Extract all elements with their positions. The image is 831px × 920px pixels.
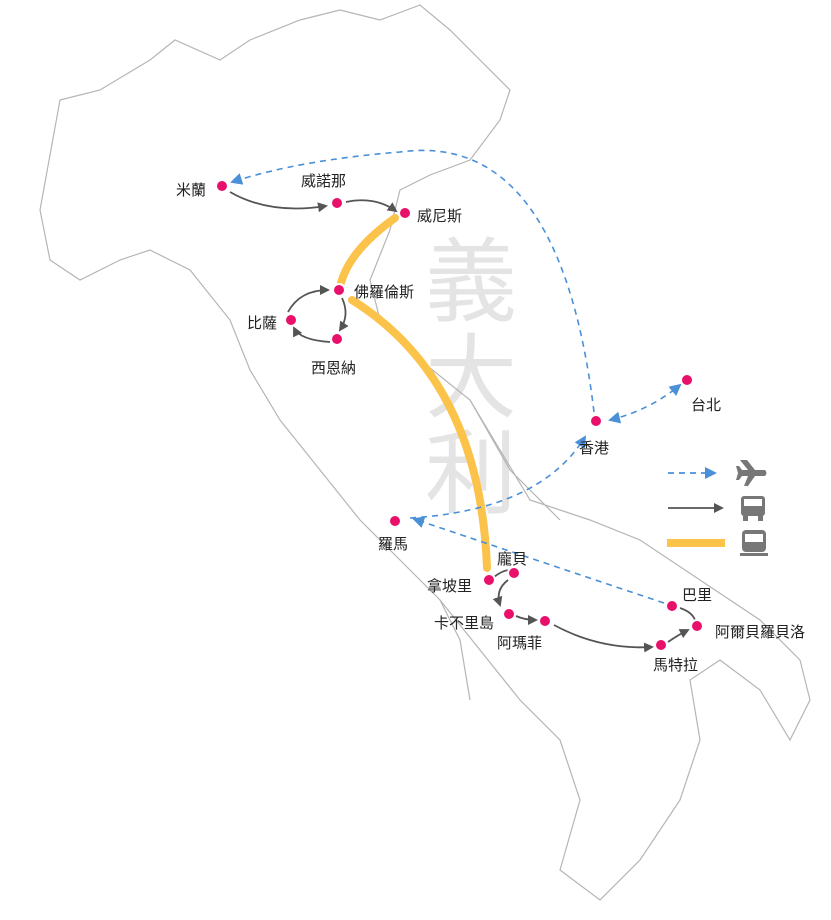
airplane-icon [736,460,767,486]
marker-naples [482,573,496,587]
city-label-pompeii: 龐貝 [497,550,528,568]
flight-hk-milan [230,149,595,413]
city-label-capri: 卡不里島 [434,614,495,632]
marker-venice [398,206,412,220]
flight-rome-hk [409,435,587,519]
marker-bari [665,599,679,613]
legend-train-line [667,539,725,547]
marker-matera [654,638,668,652]
bus-routes [229,191,696,653]
train-routes [337,214,491,572]
marker-capri [502,607,516,621]
city-label-pisa: 比薩 [247,314,278,332]
city-label-siena: 西恩納 [311,359,357,377]
city-markers [215,179,704,652]
flight-taipei-hk [608,383,682,424]
train-florence-naples [348,296,491,572]
city-label-naples: 拿坡里 [427,577,473,595]
city-label-alberobello: 阿爾貝羅貝洛 [715,623,806,641]
train-icon [740,530,768,556]
city-label-bari: 巴里 [682,586,713,604]
city-label-rome: 羅馬 [378,535,409,553]
city-label-hongkong: 香港 [579,439,610,457]
marker-pompeii [507,566,521,580]
city-label-venice: 威尼斯 [417,207,463,225]
city-label-taipei: 台北 [691,396,722,414]
city-label-milan: 米蘭 [176,181,207,199]
city-label-amalfi: 阿瑪菲 [497,634,543,652]
train-venice-florence [337,214,399,287]
italy-outline [39,4,811,901]
marker-milan [215,179,229,193]
marker-pisa [284,313,298,327]
marker-taipei [680,373,694,387]
city-label-florence: 佛羅倫斯 [354,283,415,301]
bus-icon [741,496,765,521]
marker-alberobello [690,619,704,633]
marker-rome [388,514,402,528]
flight-routes [230,149,682,604]
marker-hongkong [589,414,603,428]
marker-florence [332,283,346,297]
country-watermark: 義 大 利 [425,235,517,523]
legend [667,460,768,556]
watermark-char: 大 [425,325,518,432]
city-label-matera: 馬特拉 [653,656,699,674]
watermark-char: 義 [425,229,518,336]
marker-siena [330,332,344,346]
marker-amalfi [538,614,552,628]
city-label-verona: 威諾那 [301,172,347,190]
marker-verona [330,196,344,210]
